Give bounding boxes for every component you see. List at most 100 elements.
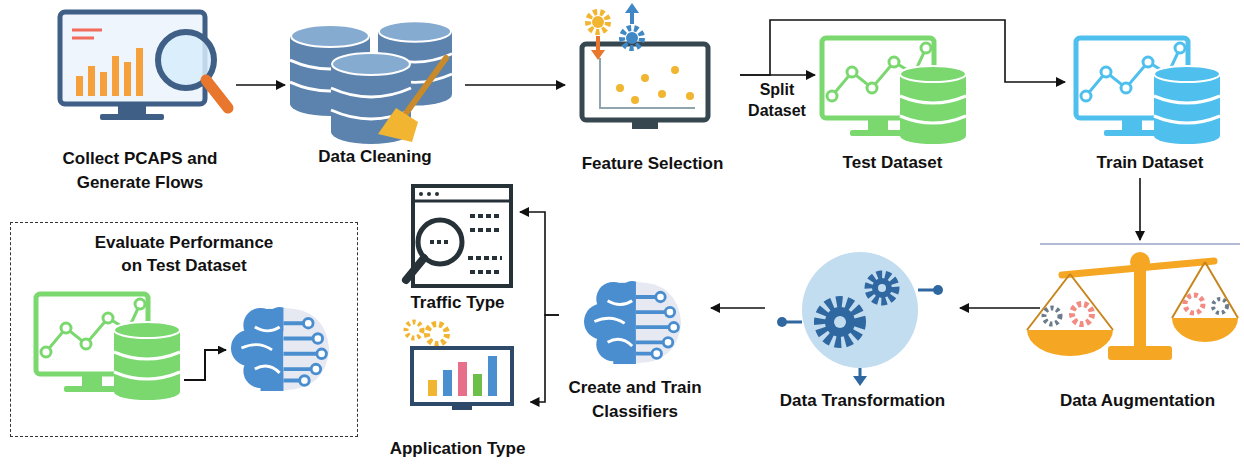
feature-monitor-icon bbox=[686, 92, 694, 100]
transformation-gears-icon bbox=[820, 302, 860, 342]
step-label: Data Transformation bbox=[780, 389, 945, 412]
balance-scale-icon bbox=[1172, 318, 1238, 342]
application-monitor-icon bbox=[427, 324, 447, 344]
feature-monitor-icon bbox=[622, 28, 642, 48]
feature-monitor-icon bbox=[641, 74, 649, 82]
flow-arrow bbox=[1139, 178, 1141, 240]
application-monitor-icon bbox=[428, 380, 437, 396]
evaluation-illustration bbox=[184, 350, 226, 380]
feature-monitor-icon bbox=[625, 3, 639, 13]
monitor-chart-icon bbox=[60, 12, 228, 120]
feature-monitor-icon bbox=[658, 90, 666, 98]
feature-monitor-icon bbox=[591, 50, 605, 60]
feature-monitor-icon bbox=[616, 84, 624, 92]
balance-scale-icon bbox=[1072, 304, 1092, 324]
transformation-gears-icon bbox=[825, 307, 855, 337]
traffic-inspect-icon bbox=[406, 258, 424, 280]
feature-monitor-icon bbox=[600, 58, 695, 108]
process-step: Collect PCAPS and Generate Flows bbox=[44, 8, 236, 198]
feature-monitor-icon bbox=[632, 120, 658, 129]
application-monitor-icon bbox=[443, 370, 452, 396]
step-label: Collect PCAPS and Generate Flows bbox=[48, 147, 232, 194]
application-monitor-icon bbox=[458, 362, 467, 396]
balance-scale-icon bbox=[1027, 330, 1113, 356]
monitor-chart-icon bbox=[76, 76, 83, 96]
flow-arrow bbox=[465, 84, 565, 86]
step-label: Evaluate Performance on Test Dataset bbox=[88, 231, 280, 278]
balance-scale-icon bbox=[1040, 243, 1240, 245]
traffic-inspect-icon bbox=[419, 192, 423, 196]
evaluation-box: Evaluate Performance on Test Dataset bbox=[10, 222, 358, 437]
traffic-inspect-icon bbox=[435, 192, 439, 196]
monitor-chart-icon bbox=[124, 62, 131, 96]
transformation-gears-icon bbox=[784, 290, 936, 378]
database-broom-icon bbox=[378, 108, 418, 142]
traffic-inspect-icon bbox=[430, 240, 450, 244]
output-step: Application Type bbox=[385, 318, 531, 464]
evaluation-illustration bbox=[231, 307, 329, 391]
test-dataset-icon bbox=[822, 38, 966, 144]
transformation-gears-icon bbox=[878, 284, 886, 292]
application-monitor-icon bbox=[488, 356, 497, 396]
test-dataset-icon bbox=[822, 38, 966, 144]
step-label: Feature Selection bbox=[582, 152, 724, 175]
feature-monitor-icon bbox=[631, 96, 639, 104]
database-broom-icon bbox=[404, 58, 446, 116]
output-step: Traffic Type bbox=[395, 178, 520, 318]
feature-monitor-icon bbox=[592, 16, 604, 28]
train-dataset-icon bbox=[1076, 38, 1220, 144]
dataset-step: Train Dataset bbox=[1065, 30, 1235, 178]
traffic-inspect-icon bbox=[468, 216, 502, 272]
transformation-gears-icon bbox=[872, 278, 892, 298]
feature-monitor-icon bbox=[671, 66, 679, 74]
transformation-gears-icon bbox=[834, 316, 846, 328]
application-monitor-icon bbox=[452, 404, 472, 410]
application-monitor-icon bbox=[412, 348, 512, 404]
monitor-chart-icon bbox=[136, 48, 143, 96]
traffic-inspect-icon bbox=[427, 192, 431, 196]
monitor-chart-icon bbox=[88, 66, 95, 96]
monitor-chart-icon bbox=[72, 30, 102, 38]
traffic-inspect-icon bbox=[413, 186, 511, 286]
flow-arrow bbox=[520, 212, 559, 315]
balance-scale-icon bbox=[1062, 261, 1214, 275]
transformation-gears-icon bbox=[933, 285, 943, 295]
evaluation-illustration bbox=[36, 294, 329, 400]
monitor-chart-icon bbox=[206, 80, 228, 108]
process-step: Data Augmentation bbox=[1040, 240, 1235, 416]
balance-scale-icon bbox=[1185, 295, 1203, 313]
classifier-brain-icon bbox=[584, 281, 681, 364]
feature-monitor-icon bbox=[626, 32, 638, 44]
flow-arrow bbox=[711, 307, 765, 309]
feature-monitor-icon bbox=[588, 12, 608, 32]
edge-label: Split Dataset bbox=[742, 80, 812, 122]
step-label: Data Augmentation bbox=[1060, 389, 1215, 412]
transformation-gears-icon bbox=[777, 252, 943, 386]
traffic-inspect-icon bbox=[406, 186, 511, 286]
feature-monitor-icon bbox=[582, 44, 708, 120]
balance-scale-icon bbox=[1044, 308, 1060, 324]
transformation-gears-icon bbox=[802, 252, 918, 368]
process-step: Data Transformation bbox=[765, 255, 960, 416]
traffic-inspect-icon bbox=[413, 200, 511, 203]
train-dataset-icon bbox=[1076, 38, 1220, 144]
database-broom-icon bbox=[290, 21, 452, 144]
process-step: Feature Selection bbox=[565, 5, 740, 179]
feature-monitor-icon bbox=[616, 66, 694, 104]
balance-scale-icon bbox=[1027, 244, 1240, 360]
monitor-chart-icon bbox=[100, 72, 107, 96]
feature-monitor-icon bbox=[582, 3, 708, 129]
step-label: Create and Train Classifiers bbox=[563, 376, 707, 423]
flow-arrow bbox=[740, 20, 1065, 82]
step-label: Data Cleaning bbox=[318, 145, 431, 168]
balance-scale-icon bbox=[1213, 299, 1227, 313]
flow-arrow bbox=[960, 307, 1040, 309]
transformation-gears-icon bbox=[853, 376, 867, 386]
monitor-chart-icon bbox=[76, 48, 143, 96]
step-label: Traffic Type bbox=[410, 291, 504, 314]
balance-scale-icon bbox=[1108, 346, 1172, 360]
transformation-gears-icon bbox=[777, 317, 787, 327]
application-monitor-icon bbox=[473, 374, 482, 396]
process-step: Create and Train Classifiers bbox=[559, 275, 711, 427]
